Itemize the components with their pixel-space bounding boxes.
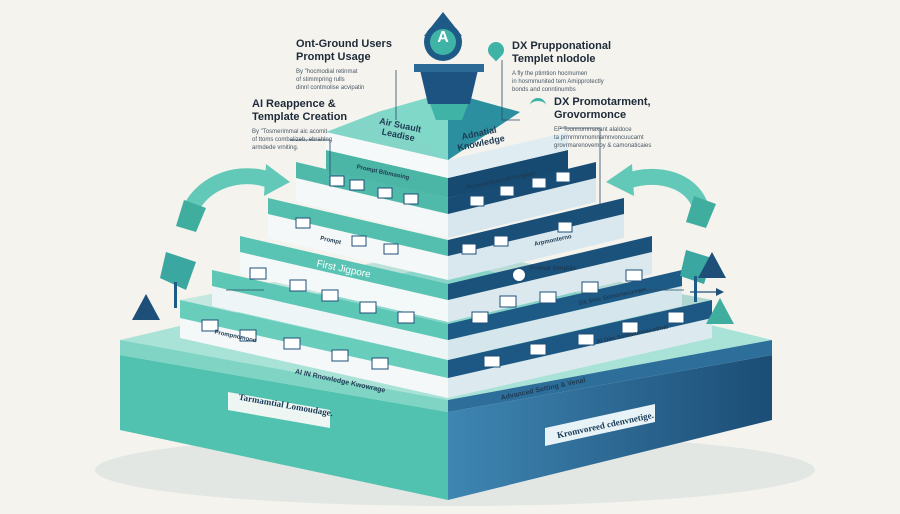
cycle-arrow-left — [176, 164, 290, 232]
callout-mid-right-title: DX Promotarment,Grovormonce — [554, 96, 651, 121]
cycle-arrow-right — [606, 164, 716, 228]
apex-tier — [326, 64, 568, 198]
wifi-icon — [530, 98, 546, 113]
callout-mid-left: AI Reappence &Template Creation By "Tosm… — [252, 98, 402, 152]
callout-mid-right: DX Promotarment,Grovormonce EF Toonnomma… — [554, 96, 714, 150]
callout-mid-left-title: AI Reappence &Template Creation — [252, 98, 348, 123]
tier-4 — [212, 270, 682, 360]
apex-badge — [424, 12, 462, 61]
tier-screens — [201, 171, 685, 370]
triangle-warning-icon — [132, 294, 160, 320]
left-flag — [160, 252, 196, 308]
tier-3 — [240, 236, 652, 322]
triangle-warning-icon — [706, 298, 734, 324]
apex-logo: A — [437, 29, 449, 46]
triangle-warning-icon — [698, 252, 726, 278]
right-arrow-small — [690, 288, 724, 296]
tier-2 — [268, 198, 624, 280]
tier-3-center-label: Promat Simplde — [530, 266, 576, 272]
connector-lines — [226, 60, 684, 291]
lightbulb-icon — [512, 268, 526, 282]
